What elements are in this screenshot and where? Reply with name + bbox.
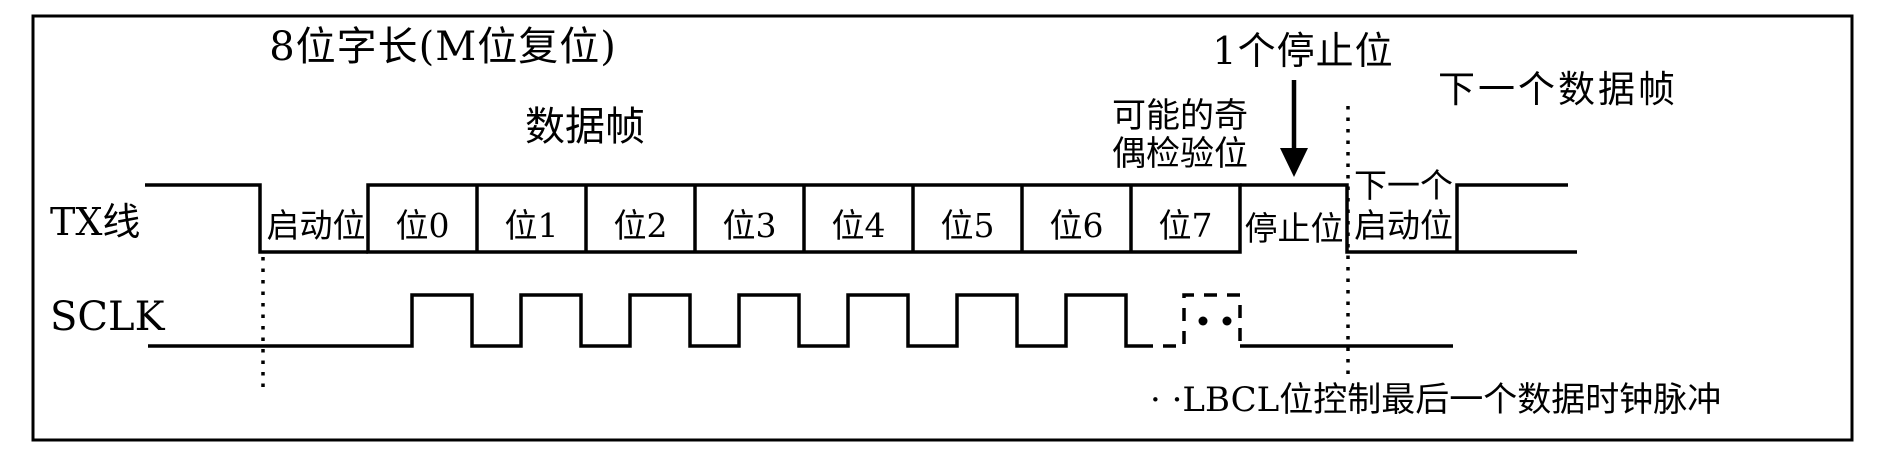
stop-bit-callout: 1个停止位 xyxy=(1212,29,1394,73)
tx-bit-cell-dividers xyxy=(475,185,1133,252)
next-start-bit-label-line1: 下一个 xyxy=(1354,166,1453,205)
parity-note-line2: 偶检验位 xyxy=(1112,134,1248,174)
stop-bit-label: 停止位 xyxy=(1244,209,1344,248)
lbcl-footnote: · ·LBCL位控制最后一个数据时钟脉冲 xyxy=(1150,380,1722,420)
bit-label-1: 位1 xyxy=(504,206,559,245)
start-bit-label: 启动位 xyxy=(266,206,366,245)
sclk-lbcl-dashed-pulse xyxy=(1140,293,1242,348)
bit-label-4: 位4 xyxy=(831,206,886,245)
bit-label-0: 位0 xyxy=(395,206,450,245)
next-data-frame-label: 下一个数据帧 xyxy=(1438,68,1678,111)
bit-label-3: 位3 xyxy=(722,206,777,245)
word-length-title: 8位字长(M位复位) xyxy=(269,24,617,70)
data-frame-label: 数据帧 xyxy=(525,104,645,150)
bit-label-2: 位2 xyxy=(613,206,668,245)
lbcl-footnote-dot xyxy=(1222,316,1232,326)
tx-startbit-segment xyxy=(145,183,368,254)
next-start-bit-label-line2: 启动位 xyxy=(1354,206,1453,245)
diagram-border xyxy=(31,14,1854,442)
sclk-label: SCLK xyxy=(50,294,165,340)
parity-note-line1: 可能的奇 xyxy=(1112,96,1248,136)
bit-label-7: 位7 xyxy=(1158,206,1213,245)
bit-label-5: 位5 xyxy=(940,206,995,245)
lbcl-footnote-dot xyxy=(1198,316,1208,326)
tx-line-label: TX线 xyxy=(50,200,141,244)
down-arrow-icon xyxy=(1280,80,1308,177)
sclk-waveform xyxy=(148,293,1140,348)
bit-label-6: 位6 xyxy=(1049,206,1104,245)
tx-stopbit-segment xyxy=(1240,183,1577,254)
tx-next-frame-segment xyxy=(1455,183,1568,252)
